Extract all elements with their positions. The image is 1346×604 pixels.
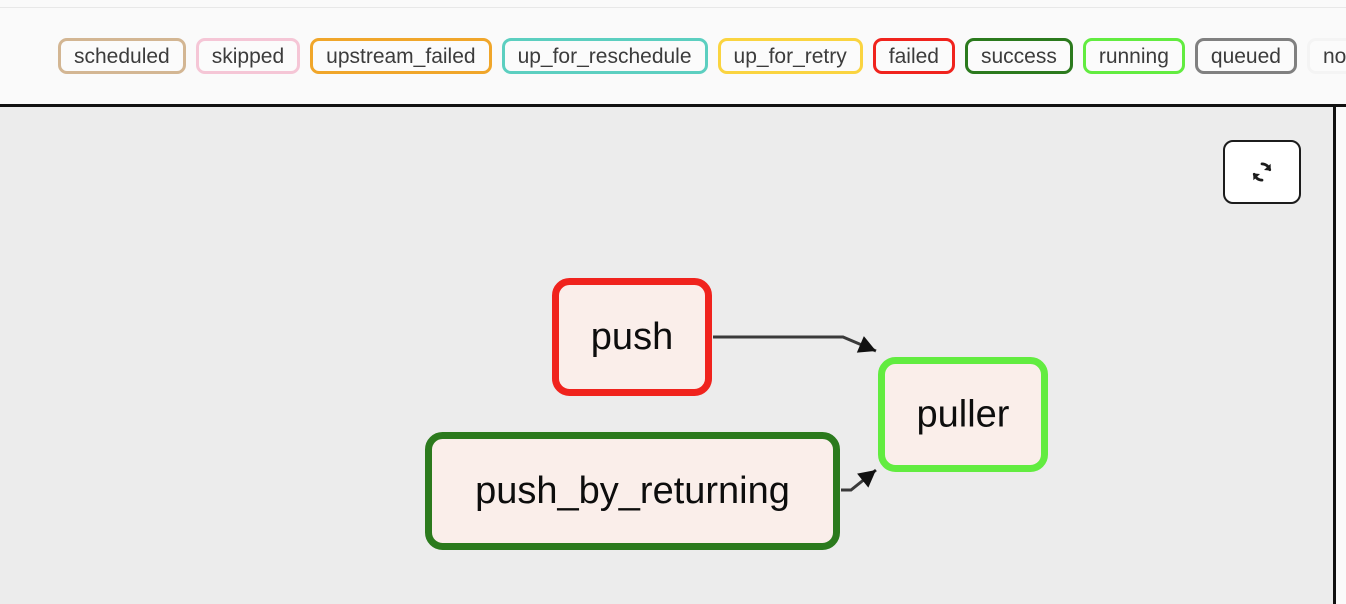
legend-pill-failed[interactable]: failed	[872, 38, 955, 74]
legend-pill-no_status[interactable]: no_status	[1306, 38, 1346, 74]
legend-pill-success[interactable]: success	[964, 38, 1073, 74]
task-node-push_by_returning[interactable]: push_by_returning	[425, 432, 840, 550]
legend-pill-queued[interactable]: queued	[1194, 38, 1297, 74]
legend-pill-scheduled[interactable]: scheduled	[58, 38, 186, 74]
legend-pill-running[interactable]: running	[1082, 38, 1185, 74]
task-node-push[interactable]: push	[552, 278, 712, 396]
task-node-box-push[interactable]	[552, 278, 712, 396]
task-node-box-push_by_returning[interactable]	[425, 432, 840, 550]
legend-pill-upstream_failed[interactable]: upstream_failed	[310, 38, 492, 74]
task-node-box-puller[interactable]	[878, 357, 1048, 472]
legend-pill-skipped[interactable]: skipped	[195, 38, 301, 74]
edge-push-to-puller	[713, 335, 877, 353]
graph-canvas[interactable]: push push_by_returning puller	[0, 107, 1336, 604]
task-node-puller[interactable]: puller	[878, 357, 1048, 472]
graph-svg: push push_by_returning puller	[425, 278, 1048, 550]
refresh-button[interactable]	[1223, 140, 1301, 204]
legend-pill-up_for_retry[interactable]: up_for_retry	[717, 38, 863, 74]
top-divider	[0, 7, 1346, 8]
edge-arrowhead	[857, 470, 876, 488]
refresh-icon	[1247, 157, 1277, 187]
legend-pill-up_for_reschedule[interactable]: up_for_reschedule	[501, 38, 708, 74]
edge-arrowhead	[856, 336, 876, 353]
